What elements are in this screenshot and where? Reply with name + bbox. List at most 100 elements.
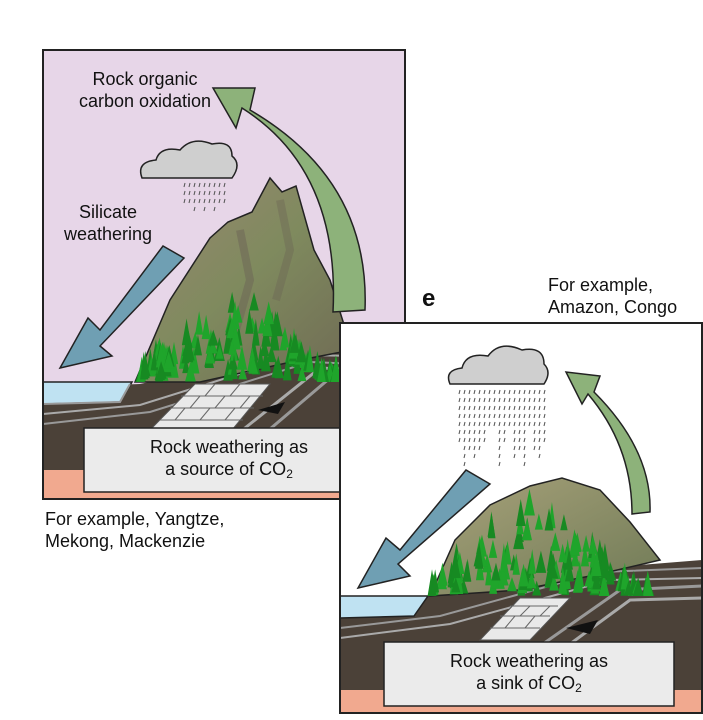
raindrop <box>498 445 501 451</box>
raindrop <box>543 413 546 419</box>
raindrop <box>543 429 546 435</box>
tree <box>437 562 448 586</box>
panel-d-weathering-arrow <box>58 245 186 370</box>
tree <box>526 572 537 589</box>
raindrop <box>213 198 216 204</box>
raindrop <box>538 413 541 419</box>
panel-e-frame <box>339 322 703 714</box>
raindrop <box>483 405 486 411</box>
raindrop <box>503 405 506 411</box>
raindrop <box>463 445 466 451</box>
raindrop <box>518 421 521 427</box>
raindrop <box>213 206 216 212</box>
tree <box>544 561 555 588</box>
tree <box>248 355 259 374</box>
tree <box>534 513 543 530</box>
tree <box>584 570 595 587</box>
raindrop <box>208 182 211 188</box>
raindrop <box>463 437 466 443</box>
tree <box>236 345 248 370</box>
raindrop <box>188 182 191 188</box>
raindrop <box>508 405 511 411</box>
tree <box>560 514 568 531</box>
raindrop <box>223 182 226 188</box>
tree <box>512 553 520 575</box>
raindrop <box>538 453 541 459</box>
raindrop <box>183 190 186 196</box>
raindrop <box>528 413 531 419</box>
raindrop <box>543 421 546 427</box>
panel-d-example-line2: Mekong, Mackenzie <box>45 531 206 551</box>
raindrop <box>498 461 501 467</box>
panel-e-export-arrow <box>564 371 651 515</box>
raindrop <box>538 389 541 395</box>
raindrop <box>203 198 206 204</box>
tree <box>260 348 271 372</box>
tree <box>524 488 535 516</box>
tree <box>150 349 158 371</box>
raindrop <box>478 397 481 403</box>
tree <box>474 541 484 569</box>
tree <box>558 566 568 594</box>
raindrop <box>513 453 516 459</box>
raindrop <box>513 429 516 435</box>
tree <box>208 339 218 354</box>
raindrop <box>483 429 486 435</box>
tree <box>297 365 307 382</box>
raindrop <box>458 429 461 435</box>
raindrop <box>513 437 516 443</box>
raindrop <box>473 413 476 419</box>
raindrop <box>518 437 521 443</box>
tree <box>193 334 203 356</box>
tree <box>451 553 461 579</box>
raindrop <box>523 421 526 427</box>
raindrop <box>478 389 481 395</box>
raindrop <box>473 389 476 395</box>
tree <box>535 550 547 573</box>
tree <box>280 326 290 348</box>
panel-d-box-line2-prefix: a source of CO <box>165 459 287 479</box>
raindrop <box>203 190 206 196</box>
raindrop <box>533 445 536 451</box>
tree <box>582 535 590 552</box>
raindrop <box>533 421 536 427</box>
raindrop <box>463 389 466 395</box>
tree <box>487 511 496 537</box>
tree <box>569 529 580 556</box>
tree <box>558 543 567 563</box>
tree <box>245 308 254 334</box>
raindrop <box>193 182 196 188</box>
tree <box>592 569 601 590</box>
raindrop <box>468 413 471 419</box>
tree <box>238 365 248 380</box>
tree <box>580 543 590 567</box>
raindrop <box>523 413 526 419</box>
tree <box>491 562 501 581</box>
tree <box>544 508 554 531</box>
raindrop <box>188 190 191 196</box>
tree <box>260 338 269 356</box>
raindrop <box>198 182 201 188</box>
panel-d-box-line2-sub: 2 <box>286 467 293 481</box>
raindrop <box>218 182 221 188</box>
tree <box>201 314 211 340</box>
tree <box>550 532 561 551</box>
raindrop <box>498 397 501 403</box>
raindrop <box>513 405 516 411</box>
raindrop <box>523 461 526 467</box>
panel-e-box <box>383 641 675 707</box>
tree <box>271 329 280 351</box>
raindrop <box>538 437 541 443</box>
raindrop <box>543 437 546 443</box>
panel-e-example-line2: Amazon, Congo <box>548 297 678 317</box>
raindrop <box>478 429 481 435</box>
panel-e-cloud <box>447 345 549 467</box>
raindrop <box>483 413 486 419</box>
raindrop <box>478 413 481 419</box>
raindrop <box>458 389 461 395</box>
raindrop <box>198 190 201 196</box>
raindrop <box>463 421 466 427</box>
tree <box>431 569 440 593</box>
